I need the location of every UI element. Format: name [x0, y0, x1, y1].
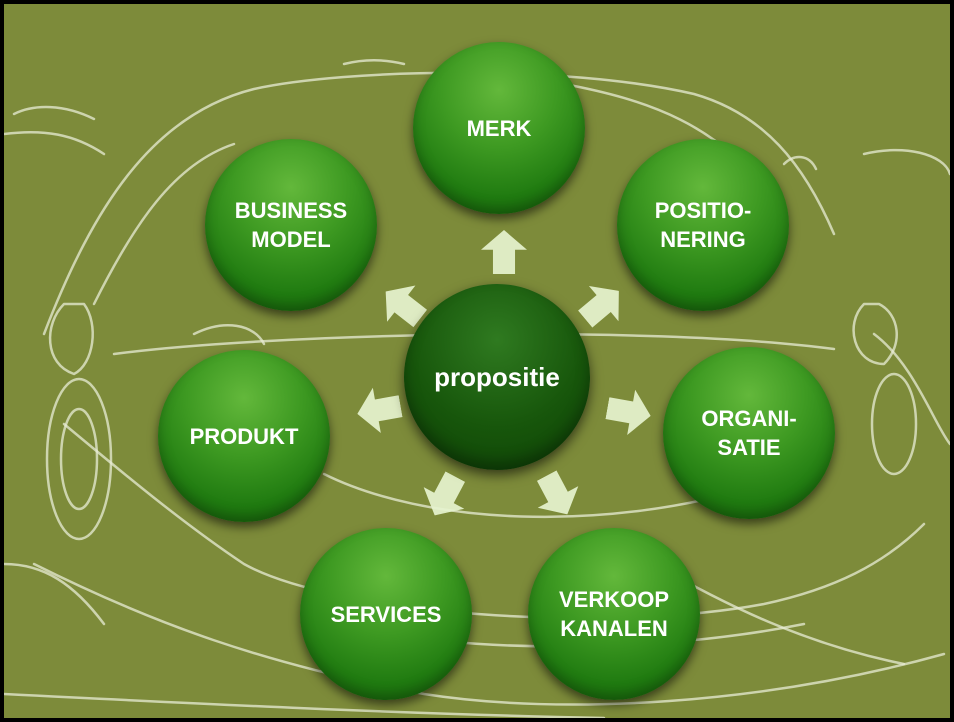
node-label: POSITIO- NERING	[654, 198, 752, 252]
node-organisatie: ORGANI- SATIE	[663, 347, 835, 519]
node-label: SERVICES	[330, 601, 442, 627]
node-produkt: PRODUKT	[158, 350, 330, 522]
node-label: VERKOOP KANALEN	[558, 587, 670, 641]
node-positionering: POSITIO- NERING	[617, 139, 789, 311]
node-label: MERK	[466, 115, 532, 141]
node-services: SERVICES	[300, 528, 472, 700]
node-label: ORGANI- SATIE	[701, 406, 797, 460]
node-label: PRODUKT	[189, 423, 299, 449]
node-verkoopkanalen: VERKOOP KANALEN	[528, 528, 700, 700]
center-label: propositie	[434, 361, 560, 392]
node-label: BUSINESS MODEL	[234, 198, 348, 252]
node-propositie-center: propositie	[404, 284, 590, 470]
node-business-model: BUSINESS MODEL	[205, 139, 377, 311]
node-merk: MERK	[413, 42, 585, 214]
